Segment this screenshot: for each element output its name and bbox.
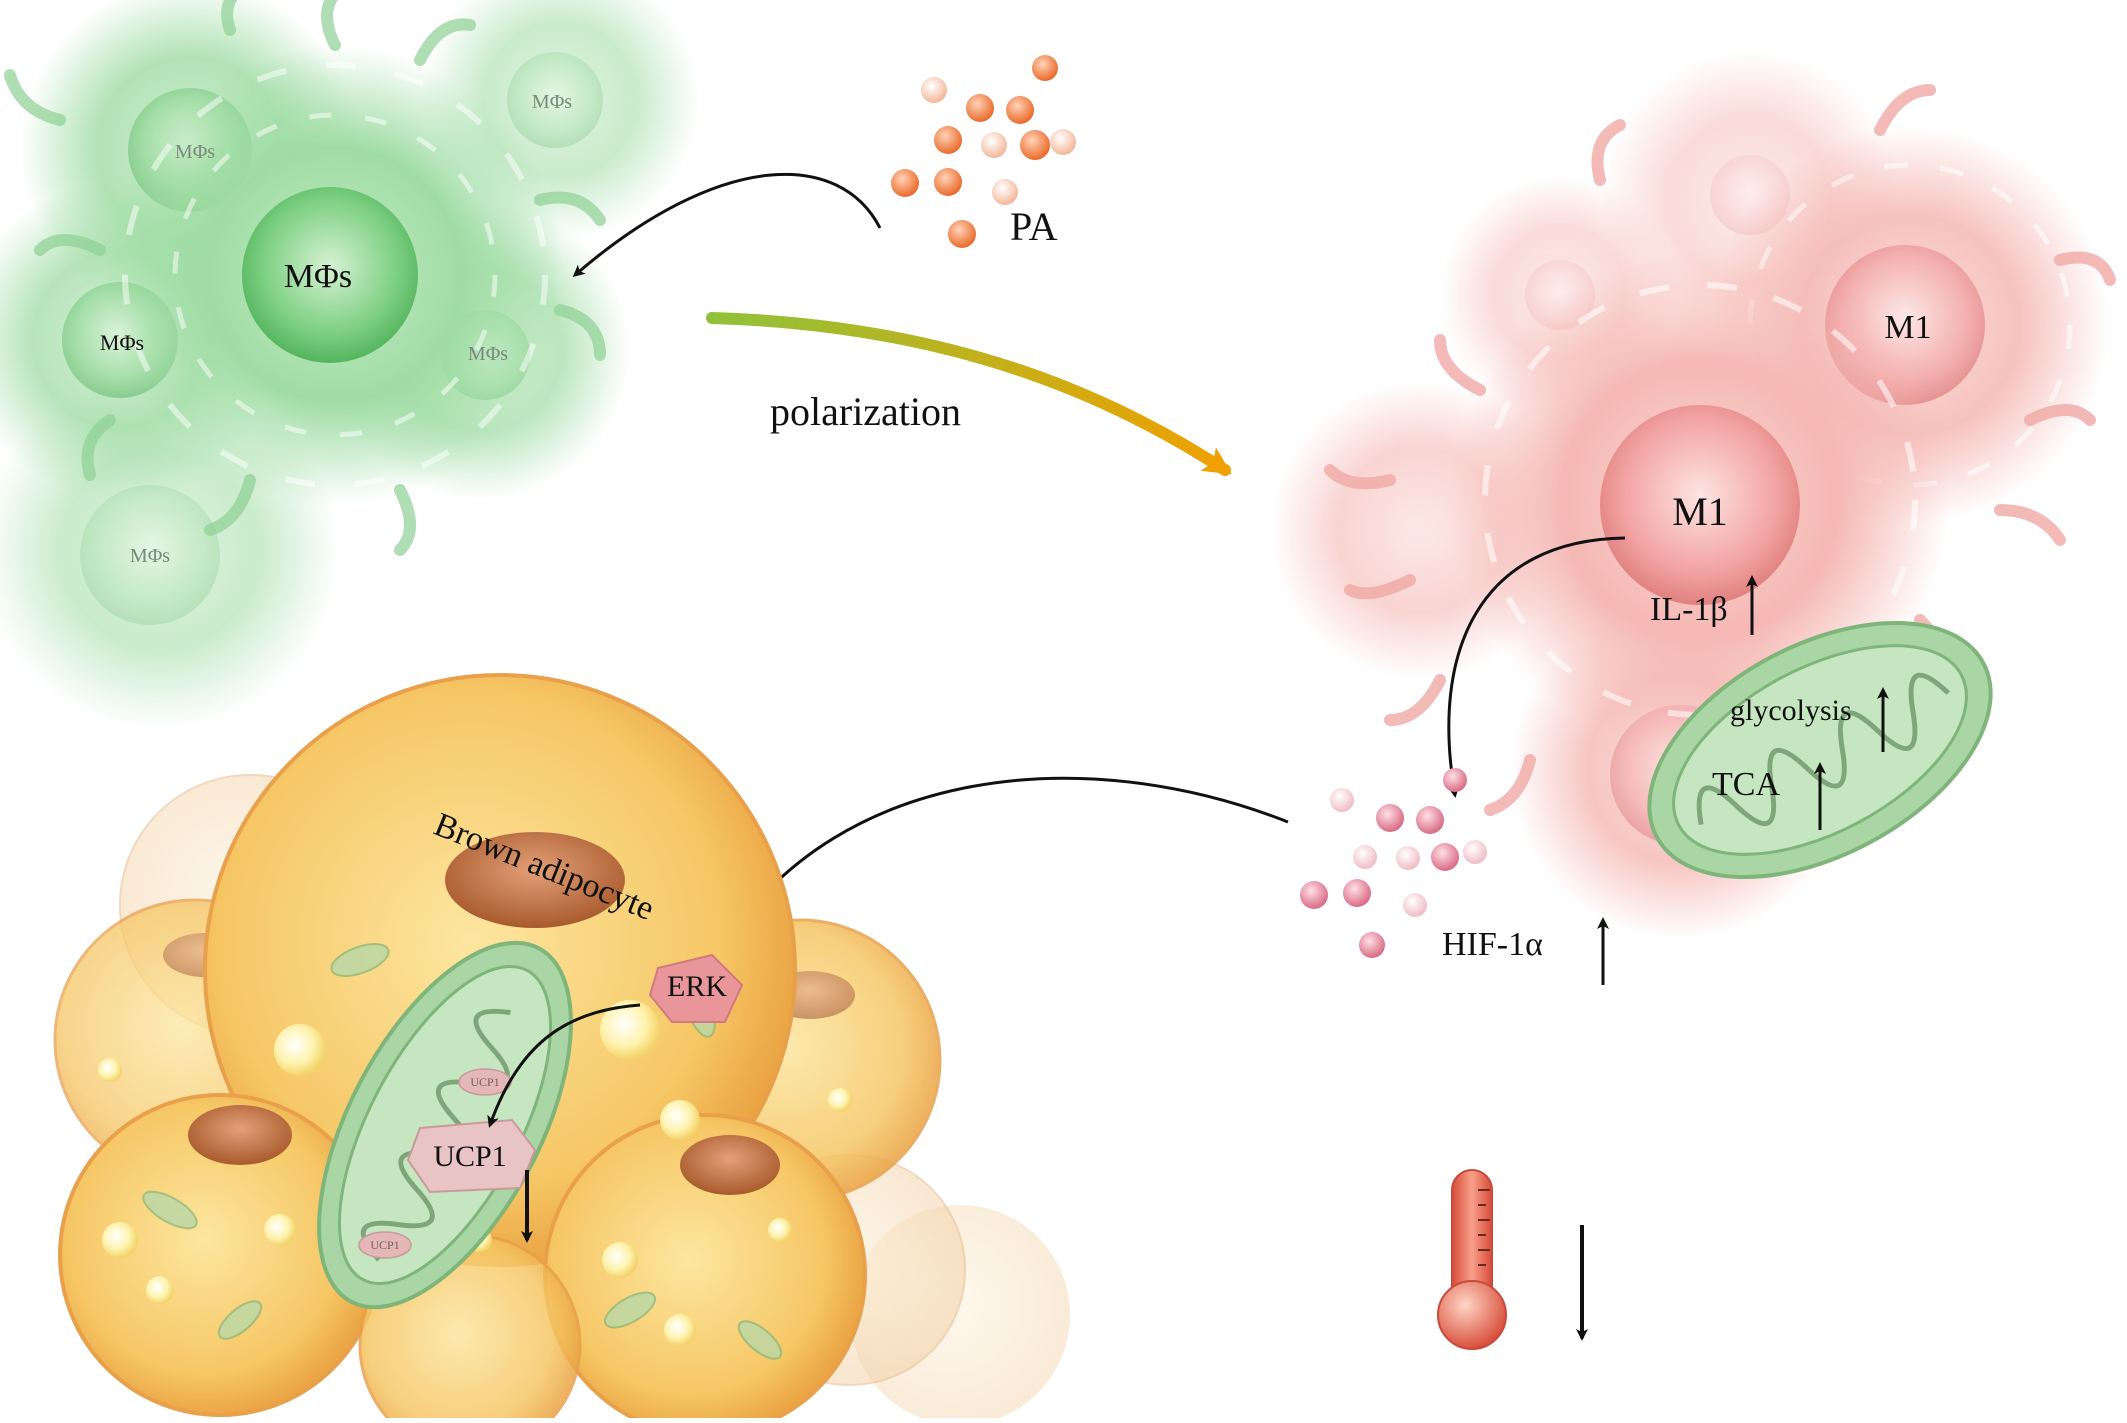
erk-protein <box>648 953 744 1023</box>
macrophage-label: MΦs <box>175 141 215 163</box>
hif-particle <box>1330 788 1354 812</box>
erk-to-ucp1-arrow <box>487 1003 641 1128</box>
pa-particle <box>948 220 976 248</box>
macrophage-cell <box>105 45 565 505</box>
macrophage-label: MΦs <box>468 343 508 365</box>
m1-cell <box>1450 250 1950 750</box>
hif-particle <box>1300 881 1328 909</box>
pa-to-macrophage-arrow <box>572 172 882 277</box>
pa-particle <box>1006 96 1034 124</box>
ucp1-small-label: UCP1 <box>370 1238 399 1252</box>
macrophage-cluster: MΦs MΦs MΦs MΦs MΦs MΦs <box>0 0 700 730</box>
ucp1-protein: UCP1 <box>458 1068 512 1096</box>
adipocyte-cell <box>543 1113 867 1423</box>
il1b-label: IL-1β <box>1650 591 1728 628</box>
hif-particle <box>1431 843 1459 871</box>
hif-to-adipocyte-arrow <box>726 776 1289 943</box>
polarization-label: polarization <box>770 389 961 434</box>
ucp1-label: UCP1 <box>433 1140 506 1173</box>
hif-particle <box>1343 879 1371 907</box>
glycolysis-label: glycolysis <box>1730 694 1852 727</box>
macrophage-label: MΦs <box>532 91 572 113</box>
pa-particle <box>1050 129 1076 155</box>
ucp1-protein-main: UCP1 <box>406 1118 537 1194</box>
m1-main-label: M1 <box>1672 489 1728 534</box>
small-mitochondria <box>142 943 783 1360</box>
hif-particle <box>1353 845 1377 869</box>
m1-top-label: M1 <box>1884 309 1931 346</box>
pa-particle <box>966 94 994 122</box>
hif-particle <box>1359 932 1385 958</box>
macrophage-pseudopods <box>4 0 606 556</box>
pa-particle <box>992 179 1018 205</box>
hif-particle <box>1463 840 1487 864</box>
m1-pseudopods <box>1324 84 2116 816</box>
adipocyte-cell <box>58 1093 382 1417</box>
m1-to-hif-arrow <box>1447 536 1626 798</box>
hif-particle <box>1403 893 1427 917</box>
pa-particle <box>891 169 919 197</box>
adipocyte-cluster <box>53 673 1070 1423</box>
hif-particle <box>1416 806 1444 834</box>
erk-label: ERK <box>667 970 727 1003</box>
pa-particle <box>934 168 962 196</box>
hif-particle <box>1376 804 1404 832</box>
tca-label: TCA <box>1712 766 1780 803</box>
pa-particle <box>1020 130 1050 160</box>
pa-label: PA <box>1010 204 1058 249</box>
pa-particle <box>921 77 947 103</box>
hif-particle <box>1396 846 1420 870</box>
macrophage-label: MΦs <box>130 545 170 567</box>
hif-particle <box>1443 768 1467 792</box>
hif-particles <box>1300 768 1487 958</box>
hif1a-label: HIF-1α <box>1442 926 1543 963</box>
ucp1-small-label: UCP1 <box>470 1075 499 1089</box>
pa-particle <box>981 132 1007 158</box>
thermometer-icon <box>1437 1169 1507 1350</box>
pa-particle <box>1032 55 1058 81</box>
macrophage-main-label: MΦs <box>284 258 352 295</box>
ucp1-protein: UCP1 <box>358 1231 412 1259</box>
polarization-arrow <box>706 312 1232 476</box>
pa-particles: PA <box>891 55 1076 249</box>
pa-particle <box>934 126 962 154</box>
m1-mitochondrion <box>1647 620 1993 880</box>
macrophage-label: MΦs <box>100 330 144 355</box>
